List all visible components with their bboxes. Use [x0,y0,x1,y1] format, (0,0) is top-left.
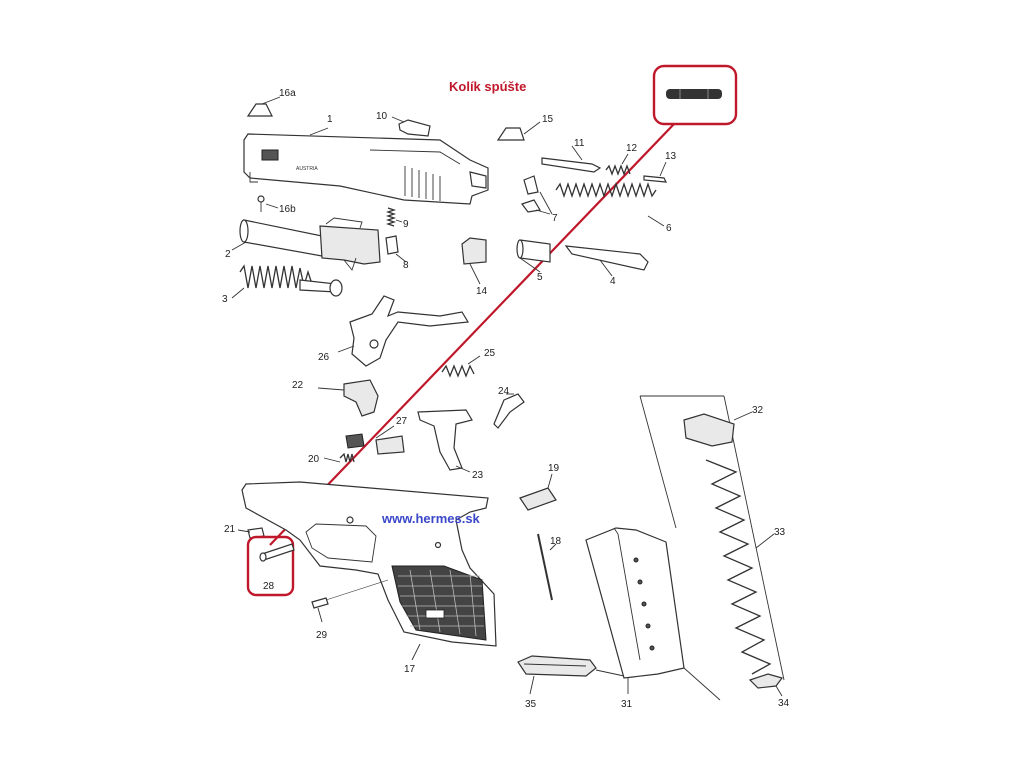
label-19: 19 [548,463,560,474]
part-19-slide-lock-spring [519,473,557,511]
part-32-magazine-follower [683,411,753,447]
part-23-trigger-with-bar [417,409,473,473]
label-22: 22 [292,380,304,391]
part-6-firing-pin-spring [555,181,665,227]
label-25: 25 [484,348,496,359]
label-11: 11 [574,138,585,149]
label-16b: 16b [279,204,296,215]
part-28-trigger-pin [259,543,295,562]
label-18: 18 [550,536,562,547]
label-24: 24 [498,386,510,397]
label-7: 7 [552,213,558,224]
label-1: 1 [327,114,333,125]
label-3: 3 [222,294,228,305]
part-16a-front-sight [246,96,281,117]
part-1-slide: AUSTRIA [243,127,489,205]
part-13-spacer-sleeve [643,161,668,183]
label-2: 2 [225,249,231,260]
label-27: 27 [396,416,408,427]
part-11-firing-pin [541,145,602,173]
label-13: 13 [665,151,677,162]
part-27-slide-lock [345,425,405,455]
part-16b-screw [257,195,279,212]
part-4-extractor [564,245,649,277]
label-33: 33 [774,527,786,538]
svg-text:AUSTRIA: AUSTRIA [296,166,318,172]
part-8-spring-loaded-bearing [385,235,407,263]
label-29: 29 [316,630,328,641]
diagram-title: Kolík spúšte [449,79,526,94]
watermark: www.hermes.sk [381,511,481,526]
label-26: 26 [318,352,330,363]
label-28: 28 [263,581,275,592]
part-12-firing-pin-spring [605,153,631,176]
part-28-highlight-box [246,535,295,597]
label-16a: 16a [279,88,296,99]
label-14: 14 [476,286,488,297]
part-2-barrel [231,217,381,271]
label-23: 23 [472,470,484,481]
label-6: 6 [666,223,672,234]
label-32: 32 [752,405,764,416]
part-34-magazine-insert [748,673,784,697]
part-9-spring [385,207,403,227]
label-12: 12 [626,143,638,154]
label-8: 8 [403,260,409,271]
part-25-trigger-spring [441,355,481,378]
label-31: 31 [621,699,633,710]
label-35: 35 [525,699,537,710]
part-20-slide-lock-spring [323,452,355,463]
magazine-exploded-bracket [639,395,785,701]
zoom-highlight-box [652,64,738,126]
label-21: 21 [224,524,236,535]
part-35-magazine-floor-plate [517,655,597,695]
label-15: 15 [542,114,554,125]
part-24-slide-stop-lever [493,393,525,429]
part-18-trigger-spring [537,533,557,601]
part-33-magazine-spring [705,459,775,675]
label-17: 17 [404,664,416,675]
part-15-rear-sight [496,121,541,141]
part-7-spring-cups [521,175,553,215]
part-10-extractor-plunger [391,116,431,137]
part-22-locking-block [317,379,379,417]
label-9: 9 [403,219,409,230]
part-5-spacer-sleeve [516,239,551,273]
label-34: 34 [778,698,790,709]
label-10: 10 [376,111,388,122]
part-3-recoil-spring [231,264,343,299]
label-4: 4 [610,276,616,287]
highlight-connector-line [269,123,675,546]
part-26-trigger-mechanism-housing [337,295,469,367]
part-31-magazine-tube [585,527,685,694]
label-20: 20 [308,454,320,465]
part-14-slide-cover-plate [461,237,487,285]
part-29-locking-block-pin [311,579,389,623]
label-5: 5 [537,272,543,283]
part-17-receiver-frame [241,481,497,661]
trigger-pin-zoom-image [666,89,722,99]
